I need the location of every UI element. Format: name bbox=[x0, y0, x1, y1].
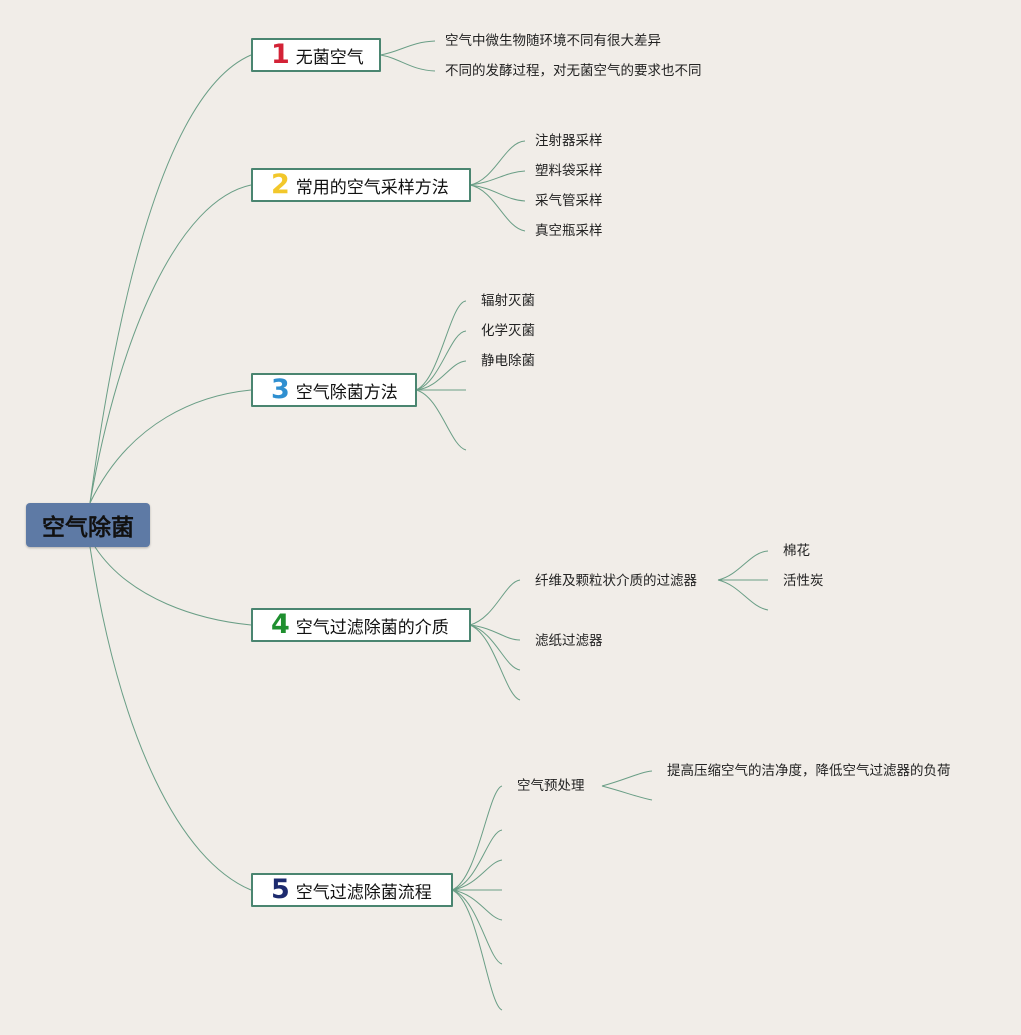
branch-label-4: 空气过滤除菌的介质 bbox=[295, 617, 449, 638]
leaf-1-2[interactable]: 不同的发酵过程，对无菌空气的要求也不同 bbox=[445, 63, 702, 79]
leaf-3-2[interactable]: 化学灭菌 bbox=[481, 323, 535, 339]
branch-label-3: 空气除菌方法 bbox=[295, 382, 398, 403]
branch-node-5[interactable]: 5 空气过滤除菌流程 bbox=[251, 873, 453, 907]
leaf-2-3[interactable]: 采气管采样 bbox=[535, 193, 603, 209]
leaf-5-1[interactable]: 空气预处理 bbox=[517, 778, 585, 794]
edge-root-branch2 bbox=[89, 184, 252, 504]
number-2-icon: 2 bbox=[271, 169, 290, 200]
leaf-4-1[interactable]: 纤维及颗粒状介质的过滤器 bbox=[535, 573, 697, 589]
edge-root-branch5 bbox=[89, 546, 252, 891]
leaf-4-1-2[interactable]: 活性炭 bbox=[783, 573, 824, 589]
leaf-3-3[interactable]: 静电除菌 bbox=[481, 353, 535, 369]
number-4-icon: 4 bbox=[271, 609, 290, 640]
edge-root-branch1 bbox=[89, 54, 252, 504]
branch-label-1: 无菌空气 bbox=[295, 47, 364, 68]
root-label: 空气除菌 bbox=[42, 515, 134, 541]
branch-node-3[interactable]: 3 空气除菌方法 bbox=[251, 373, 417, 407]
branch-label-5: 空气过滤除菌流程 bbox=[295, 882, 432, 903]
leaf-2-1[interactable]: 注射器采样 bbox=[535, 133, 603, 149]
leaf-2-4[interactable]: 真空瓶采样 bbox=[535, 223, 603, 239]
number-1-icon: 1 bbox=[271, 39, 290, 70]
leaf-4-1-1[interactable]: 棉花 bbox=[783, 543, 810, 559]
number-5-icon: 5 bbox=[271, 874, 290, 905]
branch-label-2: 常用的空气采样方法 bbox=[295, 177, 449, 198]
leaf-1-1[interactable]: 空气中微生物随环境不同有很大差异 bbox=[445, 33, 661, 49]
branch-node-4[interactable]: 4 空气过滤除菌的介质 bbox=[251, 608, 471, 642]
branch-node-2[interactable]: 2 常用的空气采样方法 bbox=[251, 168, 471, 202]
root-node[interactable]: 空气除菌 bbox=[26, 503, 150, 547]
edge-root-branch3 bbox=[89, 389, 252, 504]
leaf-2-2[interactable]: 塑料袋采样 bbox=[535, 163, 603, 179]
leaf-5-1-1[interactable]: 提高压缩空气的洁净度，降低空气过滤器的负荷 bbox=[667, 763, 951, 779]
leaf-4-2[interactable]: 滤纸过滤器 bbox=[535, 633, 603, 649]
number-3-icon: 3 bbox=[271, 374, 290, 405]
branch-node-1[interactable]: 1 无菌空气 bbox=[251, 38, 381, 72]
leaf-3-1[interactable]: 辐射灭菌 bbox=[481, 293, 535, 309]
edge-root-branch4 bbox=[94, 546, 252, 626]
